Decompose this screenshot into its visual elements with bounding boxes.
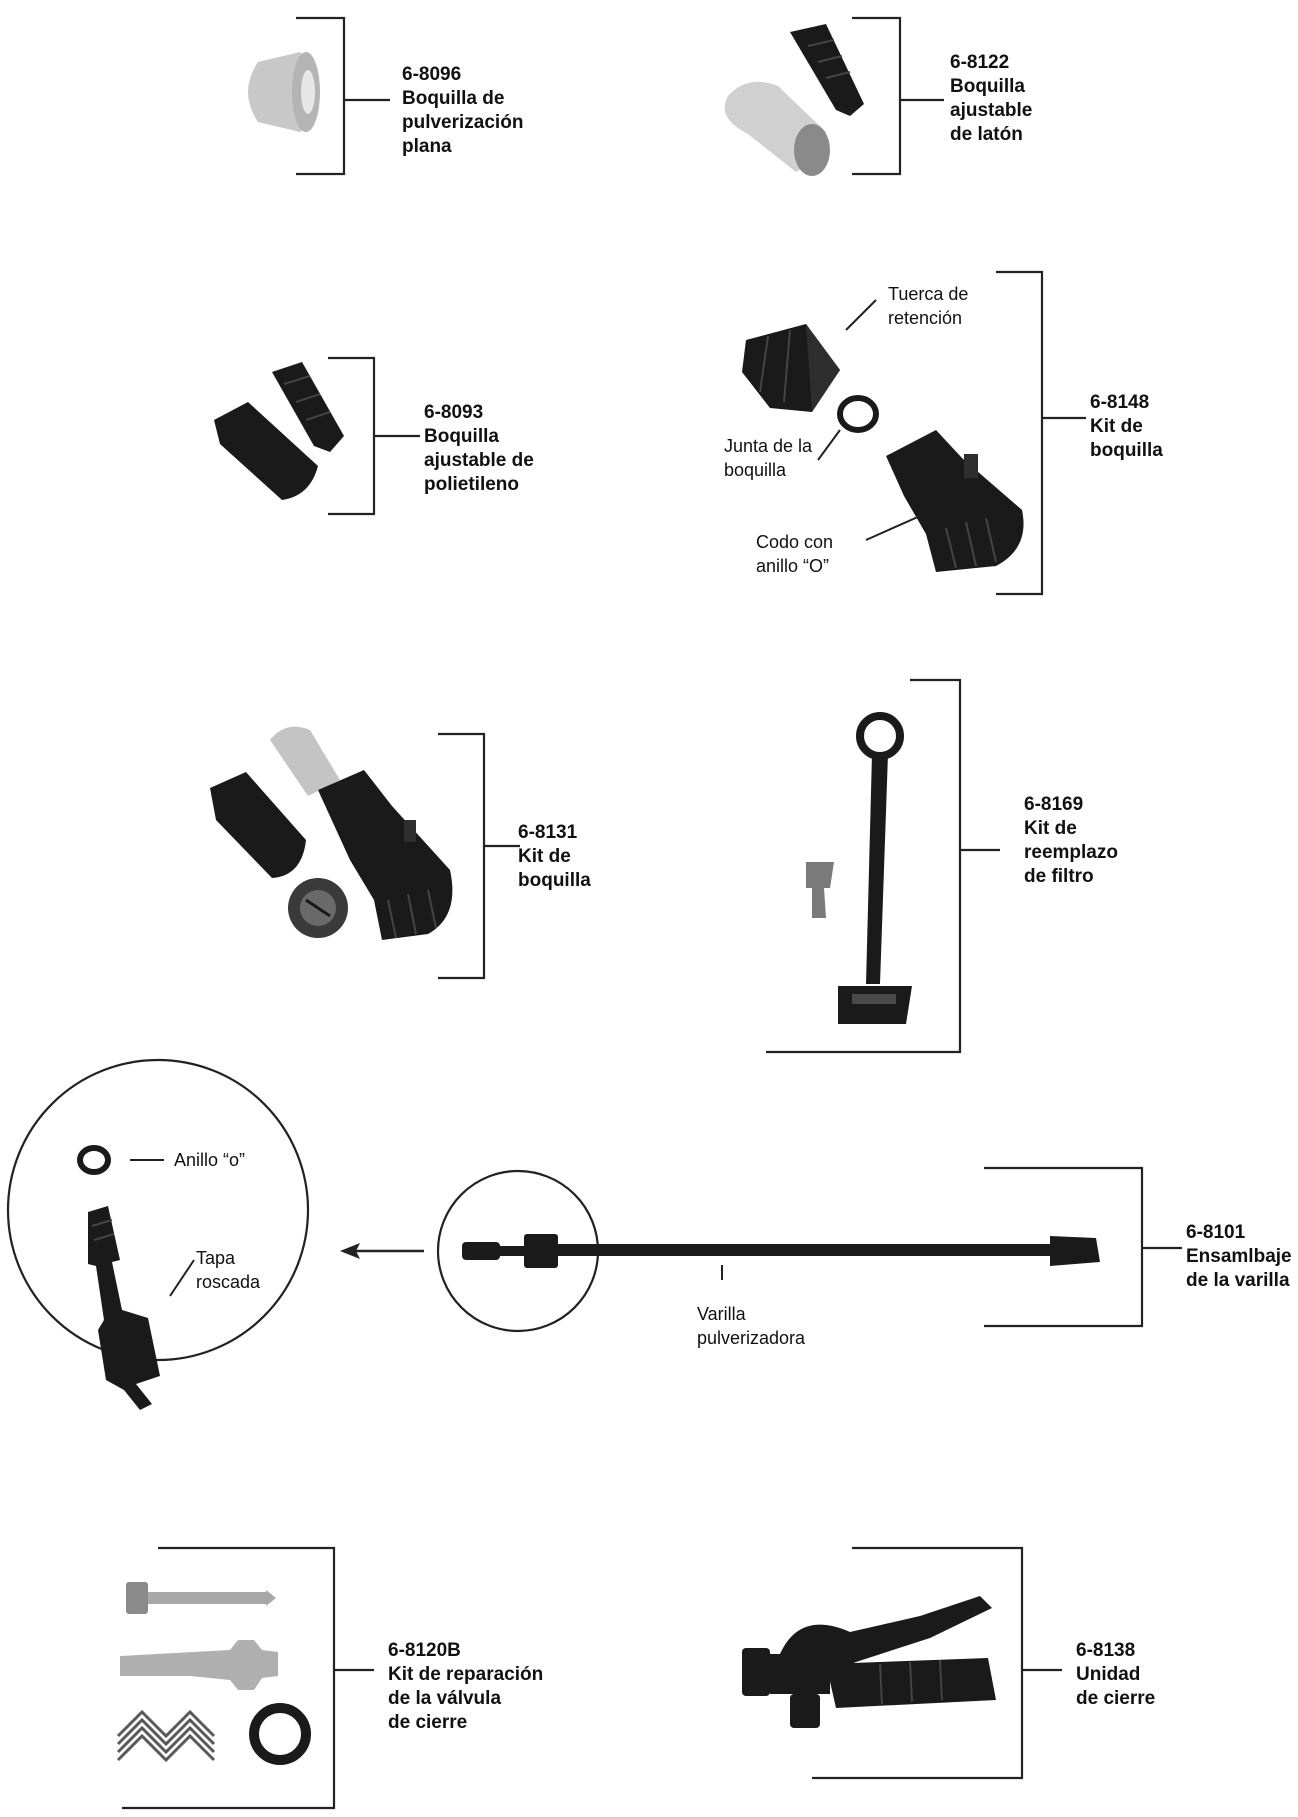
part-6-8101: Anillo “o” Tapa roscada Varilla pulveriz… [6, 1058, 1296, 1410]
name-6-8169-l1: Kit de [1024, 818, 1077, 839]
name-6-8120B-l2: de la válvula [388, 1688, 501, 1709]
svg-text:Varilla pulverizadora: Varilla pulverizadora [697, 1304, 806, 1348]
leader-tuerca [845, 299, 877, 331]
callout-varilla-l2: pulverizadora [697, 1328, 806, 1348]
name-6-8138-l1: Unidad [1076, 1664, 1140, 1685]
svg-text:Tapa roscada: Tapa roscada [196, 1248, 261, 1292]
svg-text:6-8101 Ensamlbaje: 6-8101 Ensamlbaje de la varilla [1186, 1222, 1296, 1291]
name-6-8122-l3: de latón [950, 124, 1023, 145]
bracket-6-8138 [812, 1546, 1062, 1780]
detail-magnifier-circle [6, 1058, 310, 1362]
leader-codo [865, 515, 921, 541]
bracket-6-8101 [984, 1166, 1182, 1328]
callout-tuerca-l1: Tuerca de [888, 284, 968, 304]
code-6-8122: 6-8122 [950, 52, 1009, 73]
part-6-8131: 6-8131 Kit de boquilla [210, 726, 591, 980]
svg-text:6-8148 Kit de boqu: 6-8148 Kit de boquilla [1090, 392, 1163, 461]
poly-nozzle-image [214, 362, 344, 500]
name-6-8169-l2: reemplazo [1024, 842, 1118, 863]
spray-wand-image [462, 1234, 1100, 1268]
callout-tuerca-l2: retención [888, 308, 962, 328]
bracket-6-8120B [122, 1546, 374, 1810]
part-6-8120B: 6-8120B Kit de reparación de la válvula … [116, 1546, 548, 1810]
svg-text:Anillo “o”: Anillo “o” [174, 1150, 245, 1170]
name-6-8148-l1: Kit de [1090, 416, 1143, 437]
bracket-6-8096 [296, 16, 390, 176]
svg-text:Junta de la boquilla: Junta de la boquilla [724, 436, 817, 480]
callout-tapa-l1: Tapa [196, 1248, 236, 1268]
name-6-8120B-l1: Kit de reparación [388, 1664, 543, 1685]
svg-text:6-8138 Unidad de c: 6-8138 Unidad de cierre [1076, 1640, 1155, 1709]
callout-codo-l1: Codo con [756, 532, 833, 552]
callout-junta-l1: Junta de la [724, 436, 813, 456]
part-6-8093: 6-8093 Boquilla ajustable de polietileno [214, 356, 538, 516]
svg-text:6-8131 Kit de boqu: 6-8131 Kit de boquilla [518, 822, 591, 891]
code-6-8148: 6-8148 [1090, 392, 1149, 413]
bracket-6-8148 [996, 270, 1086, 596]
code-6-8138: 6-8138 [1076, 1640, 1135, 1661]
callout-junta-l2: boquilla [724, 460, 787, 480]
name-6-8096-l1: Boquilla de [402, 88, 504, 109]
name-6-8093-l2: ajustable de [424, 450, 534, 471]
callout-codo-l2: anillo “O” [756, 556, 829, 576]
bracket-6-8131 [438, 732, 520, 980]
brass-nozzle-image [724, 24, 864, 176]
code-6-8096: 6-8096 [402, 64, 461, 85]
detail-o-ring-image [77, 1145, 111, 1175]
bracket-6-8169 [766, 678, 1000, 1054]
callout-anillo: Anillo “o” [174, 1150, 245, 1170]
name-6-8101-l1: Ensamlbaje [1186, 1246, 1292, 1267]
svg-text:Codo con anillo “O”: Codo con anillo “O” [756, 532, 838, 576]
nozzle-kit-6-8131-image [210, 726, 453, 940]
code-6-8120B: 6-8120B [388, 1640, 461, 1661]
name-6-8169-l3: de filtro [1024, 866, 1094, 887]
callout-varilla-l1: Varilla [697, 1304, 747, 1324]
leader-junta [817, 429, 841, 461]
name-6-8138-l2: de cierre [1076, 1688, 1155, 1709]
code-6-8101: 6-8101 [1186, 1222, 1246, 1243]
leader-tapa [169, 1259, 195, 1297]
name-6-8093-l1: Boquilla [424, 426, 499, 447]
name-6-8122-l1: Boquilla [950, 76, 1025, 97]
part-6-8148: Tuerca de retención Junta de la boquilla… [724, 270, 1163, 596]
shutoff-valve-image [742, 1596, 996, 1728]
part-6-8169: 6-8169 Kit de reemplazo de filtro [766, 678, 1122, 1054]
part-6-8138: 6-8138 Unidad de cierre [742, 1546, 1155, 1780]
svg-text:6-8093 Boquilla aj: 6-8093 Boquilla ajustable de polietileno [424, 402, 538, 495]
bracket-6-8122 [852, 16, 944, 176]
name-6-8096-l3: plana [402, 136, 452, 157]
retaining-nut-image [742, 324, 840, 412]
valve-repair-kit-image [116, 1582, 311, 1765]
detail-threaded-cap-image [88, 1206, 160, 1410]
arrow-icon [340, 1243, 424, 1259]
svg-text:6-8122 Boquilla aj: 6-8122 Boquilla ajustable de latón [950, 52, 1037, 145]
code-6-8093: 6-8093 [424, 402, 483, 423]
svg-text:6-8120B Kit de reparació: 6-8120B Kit de reparación de la válvula … [388, 1640, 548, 1733]
name-6-8120B-l3: de cierre [388, 1712, 467, 1733]
svg-text:6-8169 Kit de reem: 6-8169 Kit de reemplazo de filtro [1024, 794, 1122, 887]
name-6-8122-l2: ajustable [950, 100, 1032, 121]
part-6-8096: 6-8096 Boquilla de pulverización plana [248, 16, 528, 176]
elbow-image [886, 430, 1024, 572]
callout-tapa-l2: roscada [196, 1272, 261, 1292]
filter-image [806, 712, 912, 1024]
nozzle-gasket-image [837, 395, 879, 433]
part-6-8122: 6-8122 Boquilla ajustable de latón [724, 16, 1037, 176]
svg-text:Tuerca de retención: Tuerca de retención [888, 284, 973, 328]
name-6-8093-l3: polietileno [424, 474, 519, 495]
code-6-8131: 6-8131 [518, 822, 578, 843]
name-6-8131-l1: Kit de [518, 846, 571, 867]
flat-spray-nozzle-image [248, 52, 320, 132]
name-6-8096-l2: pulverización [402, 112, 523, 133]
name-6-8101-l2: de la varilla [1186, 1270, 1290, 1291]
svg-text:6-8096 Boquilla de: 6-8096 Boquilla de pulverización plana [402, 64, 528, 157]
bracket-6-8093 [328, 356, 420, 516]
name-6-8148-l2: boquilla [1090, 440, 1163, 461]
code-6-8169: 6-8169 [1024, 794, 1083, 815]
name-6-8131-l2: boquilla [518, 870, 591, 891]
